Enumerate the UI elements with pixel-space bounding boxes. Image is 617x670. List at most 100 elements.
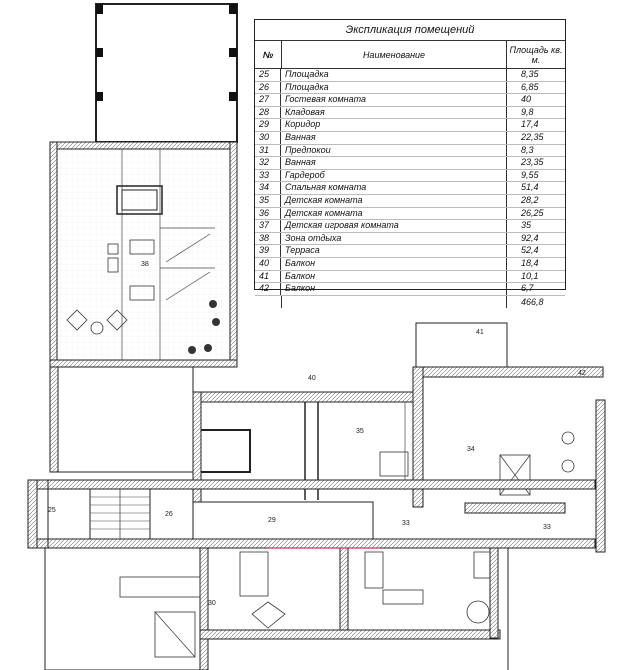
room-name: Гостевая комната (281, 94, 507, 106)
room-tag-38: 38 (141, 261, 149, 268)
room-tag-33b: 33 (543, 524, 551, 531)
stairwell (89, 488, 151, 540)
room-name: Детская комната (281, 194, 507, 207)
room-number: 40 (255, 257, 281, 270)
room-name: Зона отдыха (281, 232, 507, 245)
room-name: Гардероб (281, 169, 507, 182)
room-area: 6,7 (521, 283, 534, 294)
room-tag-33: 33 (402, 520, 410, 527)
room-area: 9,55 (521, 169, 539, 180)
room-area: 10,1 (521, 270, 539, 281)
room-tag-29: 29 (268, 517, 276, 524)
room-tag-30: 30 (208, 600, 216, 607)
room-area: 17,4 (521, 119, 539, 130)
corridor (27, 479, 596, 549)
room-name: Терраса (281, 245, 507, 257)
room-name: Площадка (281, 81, 507, 94)
explication-header: № Наименование Площадь кв. м. (255, 41, 565, 69)
room-tag-34: 34 (467, 446, 475, 453)
guest-room (49, 366, 251, 473)
room-number: 41 (255, 270, 281, 283)
room-number: 26 (255, 81, 281, 94)
col-number-header: № (255, 41, 282, 68)
lower-rooms (44, 547, 509, 670)
room-name: Детская игровая комната (281, 220, 507, 232)
room-area: 23,35 (521, 157, 544, 168)
room-area: 92,4 (521, 232, 539, 243)
room-number: 31 (255, 144, 281, 157)
room-area: 26,25 (521, 207, 544, 218)
room-area: 9,8 (521, 106, 534, 117)
room-area: 35 (521, 220, 532, 231)
room-area: 8,3 (521, 144, 534, 155)
room-name: Балкон (281, 283, 507, 295)
room-area: 40 (521, 94, 532, 105)
room-name: Ванная (281, 131, 507, 144)
room-number: 37 (255, 220, 281, 232)
col-area-header: Площадь кв. м. (509, 44, 563, 65)
room-tag-26: 26 (165, 511, 173, 518)
room-number: 27 (255, 94, 281, 106)
room-name: Балкон (281, 257, 507, 270)
room-tag-41: 41 (476, 329, 484, 336)
room-area: 22,35 (521, 131, 544, 142)
room-tag-42: 42 (578, 370, 586, 377)
balcony-left (27, 479, 49, 549)
explication-total-row: 466,8 (255, 295, 565, 308)
room-name: Предпокои (281, 144, 507, 157)
room-number: 33 (255, 169, 281, 182)
room-area: 18,4 (521, 257, 539, 268)
explication-title: Экспликация помещений (255, 20, 565, 41)
terrace-area (95, 3, 238, 143)
room-number: 28 (255, 106, 281, 119)
room-name: Площадка (281, 69, 507, 81)
recreation-zone (49, 141, 238, 368)
explication-table: Экспликация помещений № Наименование Пло… (254, 19, 566, 308)
room-area: 28,2 (521, 194, 539, 205)
room-area: 6,85 (521, 81, 539, 92)
room-number: 29 (255, 119, 281, 131)
room-number: 32 (255, 157, 281, 169)
room-number: 39 (255, 245, 281, 257)
explication-total: 466,8 (521, 296, 544, 307)
room-number: 36 (255, 207, 281, 220)
room-name: Коридор (281, 119, 507, 131)
room-number: 25 (255, 69, 281, 81)
room-name: Ванная (281, 157, 507, 169)
room-name: Балкон (281, 270, 507, 283)
room-name: Детская комната (281, 207, 507, 220)
room-area: 8,35 (521, 69, 539, 79)
room-number: 34 (255, 182, 281, 194)
room-number: 30 (255, 131, 281, 144)
room-tag-40: 40 (308, 375, 316, 382)
col-name-header: Наименование (282, 41, 507, 68)
master-bedroom (415, 322, 606, 553)
room-tag-25: 25 (48, 507, 56, 514)
room-area: 51,4 (521, 182, 539, 193)
room-number: 38 (255, 232, 281, 245)
room-number: 35 (255, 194, 281, 207)
room-number: 42 (255, 283, 281, 295)
room-area: 52,4 (521, 245, 539, 256)
room-name: Спальная комната (281, 182, 507, 194)
